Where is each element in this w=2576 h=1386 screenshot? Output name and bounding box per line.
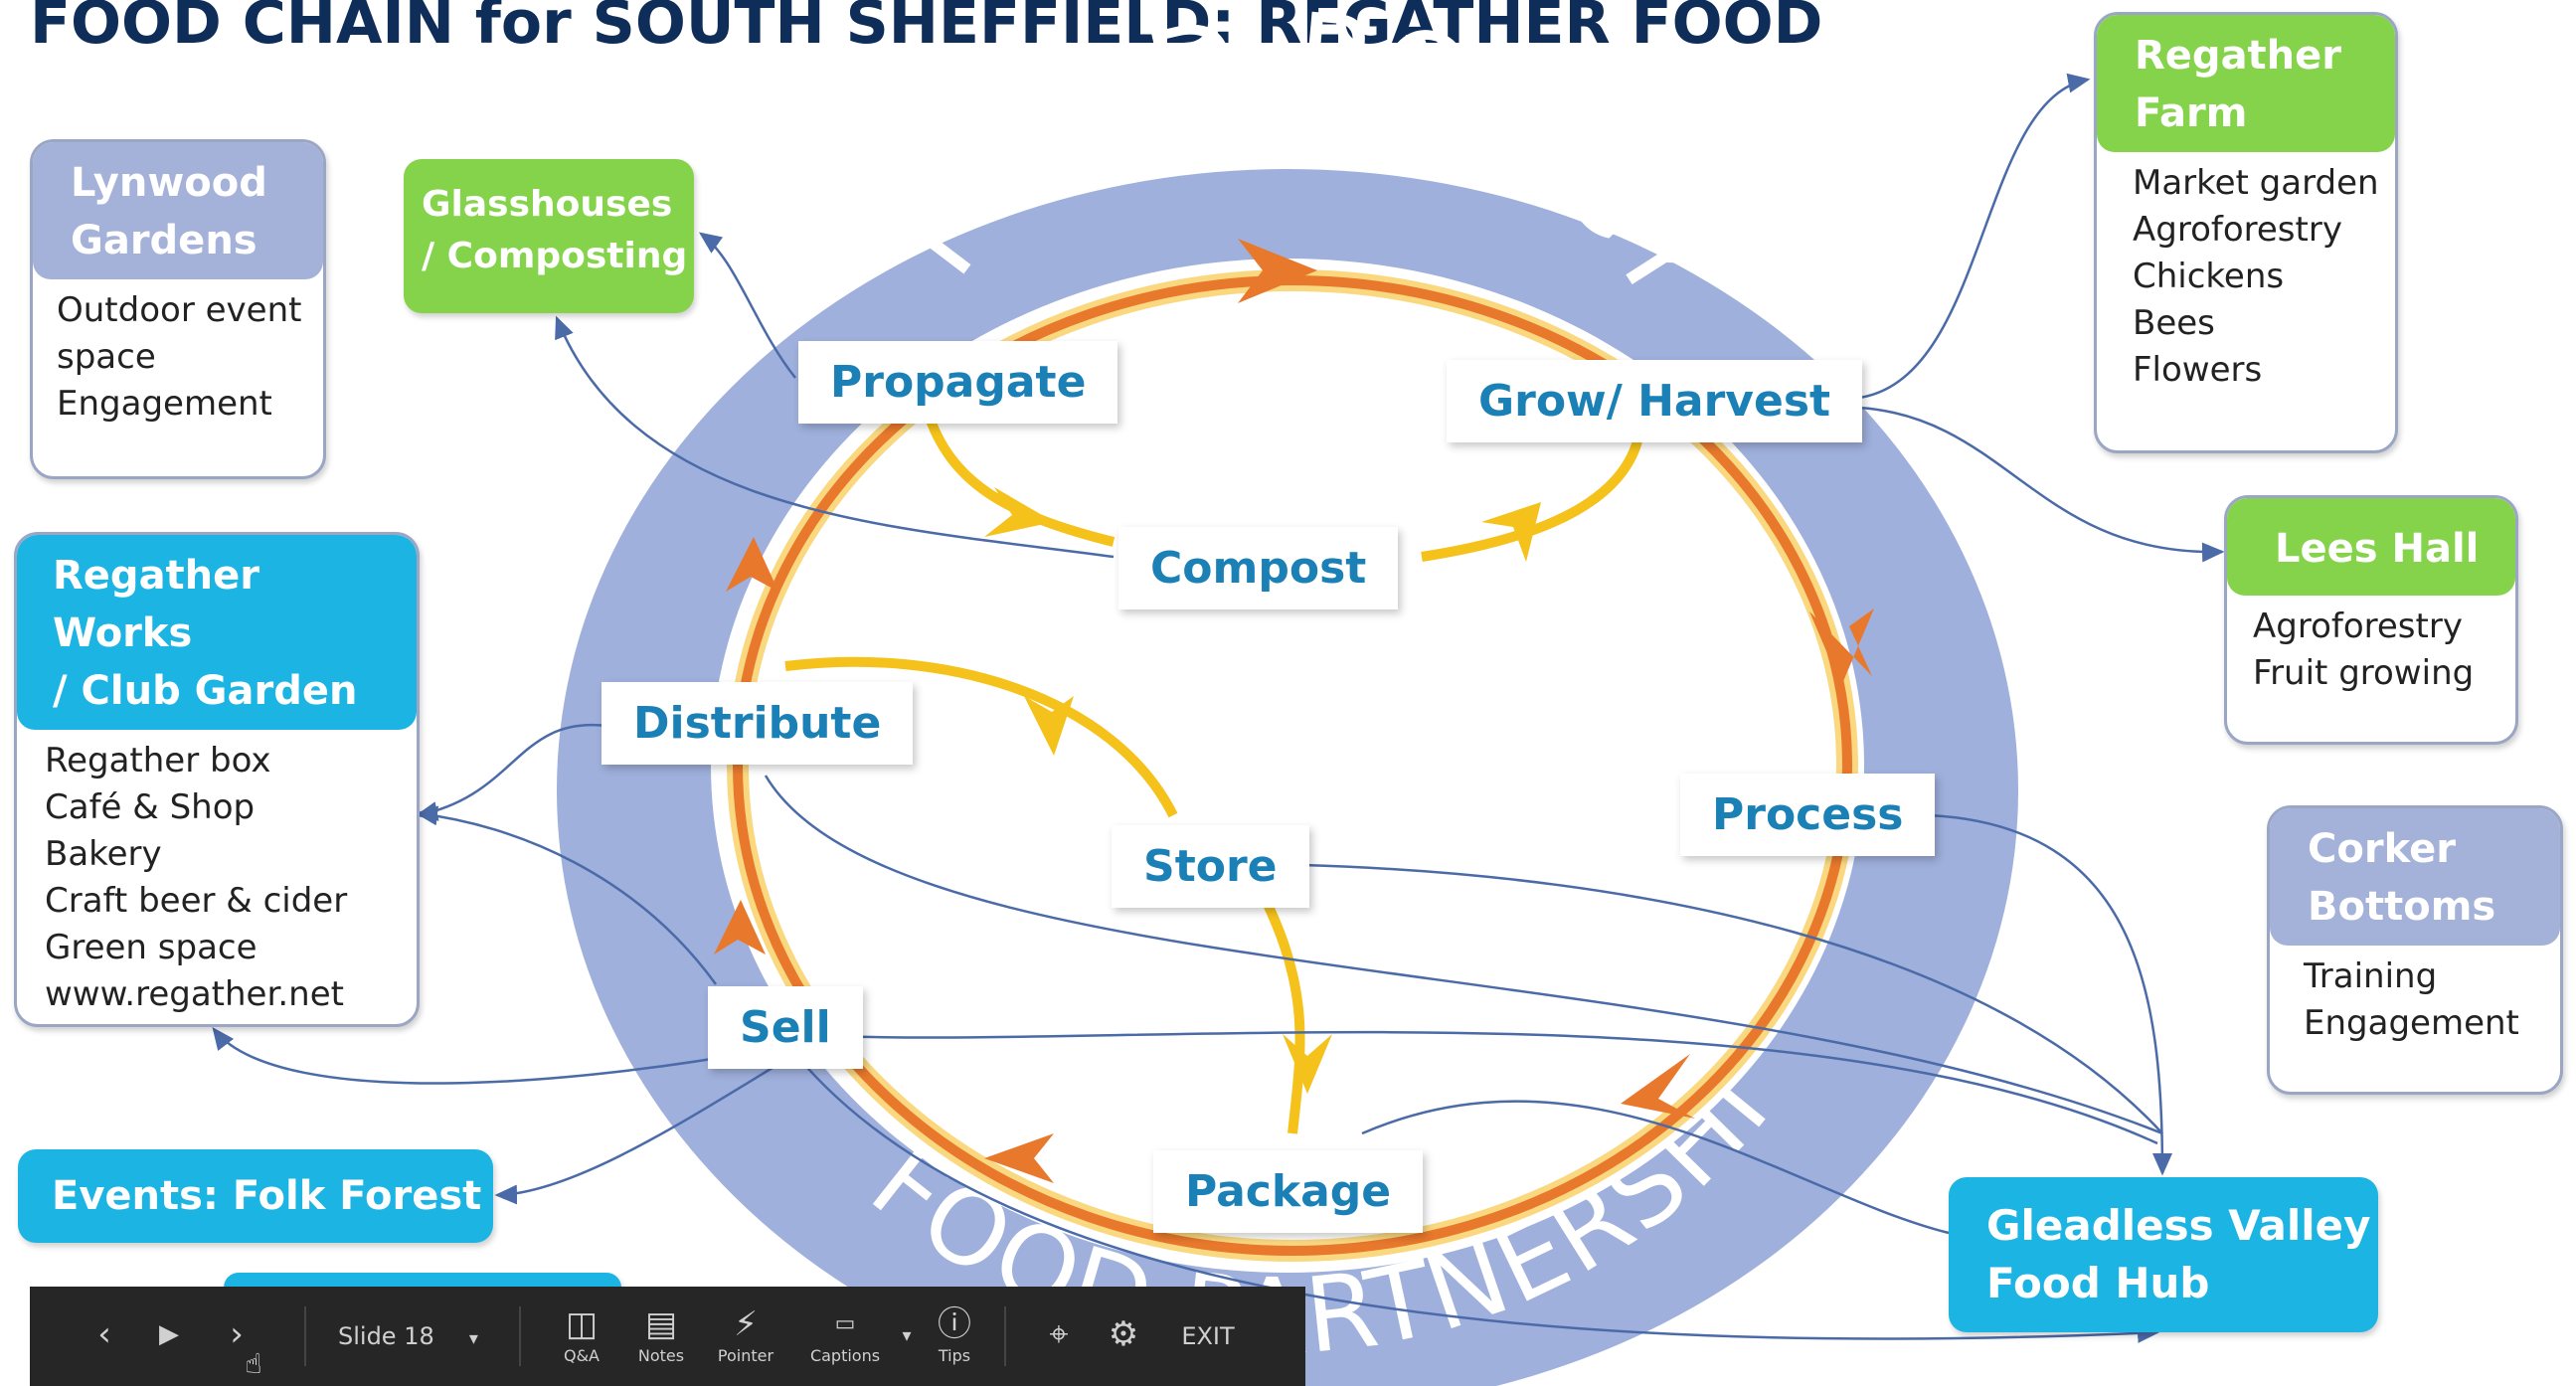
- slide-selector[interactable]: Slide 18 ▾: [338, 1316, 517, 1356]
- corker-bottoms-title: Corker Bottoms: [2270, 808, 2560, 946]
- lees-hall-box: Lees Hall Agroforestry Fruit growing: [2224, 495, 2518, 745]
- yellow-flows: [784, 416, 1645, 1134]
- list-item: Green space: [45, 927, 258, 967]
- list-item: Flowers: [2133, 349, 2263, 390]
- stage-store: Store: [1112, 825, 1309, 908]
- stage-package: Package: [1153, 1150, 1424, 1233]
- gear-icon: ⚙: [1108, 1314, 1139, 1354]
- orange-arrow-bottom: [984, 1133, 1054, 1183]
- list-item: www.regather.net: [45, 973, 344, 1014]
- exit-button[interactable]: EXIT: [1181, 1322, 1235, 1350]
- regather-farm-items: Market garden Agroforestry Chickens Bees…: [2097, 152, 2395, 404]
- connectors: [212, 73, 2225, 1343]
- closed-captions-icon: ▭: [834, 1311, 856, 1336]
- notes-icon: ▤: [644, 1304, 678, 1344]
- regather-farm-box: Regather Farm Market garden Agroforestry…: [2094, 12, 2398, 453]
- hand-cursor-icon: ☝: [245, 1347, 262, 1380]
- list-item: Chickens: [2133, 256, 2285, 296]
- list-item: Engagement: [57, 383, 272, 424]
- laser-pointer-icon: ⚡: [734, 1304, 758, 1344]
- stage-distribute: Distribute: [601, 682, 914, 765]
- list-item: space: [57, 336, 156, 377]
- list-item: Regather box: [45, 741, 271, 780]
- orange-arrow-bottom-right: [1621, 1054, 1695, 1119]
- divider: [1004, 1306, 1006, 1366]
- corker-bottoms-items: Training Engagement: [2270, 946, 2560, 1057]
- list-item: Bees: [2133, 302, 2215, 343]
- chevron-right-icon: ›: [230, 1314, 244, 1354]
- list-item: Engagement: [2304, 1002, 2519, 1043]
- chevron-left-icon: ‹: [97, 1314, 111, 1354]
- presentation-toolbar: ‹ ▶ › ☝ Slide 18 ▾ ◫ Q&A ▤ Notes ⚡ Point…: [30, 1287, 1305, 1386]
- divider: [304, 1306, 306, 1366]
- list-item: Fruit growing: [2253, 652, 2475, 693]
- info-icon: ⓘ: [938, 1304, 971, 1344]
- slide-title: FOOD CHAIN for SOUTH SHEFFIELD: REGATHER…: [30, 0, 1823, 58]
- lees-hall-title: Lees Hall: [2227, 498, 2515, 596]
- stage-sell: Sell: [708, 986, 863, 1069]
- stage-propagate: Propagate: [798, 341, 1118, 424]
- captions-dropdown[interactable]: ▾: [895, 1316, 919, 1356]
- chevron-down-icon: ▾: [468, 1328, 478, 1349]
- orange-arrow-left-lower: [714, 900, 766, 954]
- collapse-icon: ⌖: [1049, 1314, 1069, 1354]
- tips-button[interactable]: ⓘ Tips: [925, 1304, 984, 1365]
- previous-button[interactable]: ‹: [85, 1314, 124, 1354]
- list-item: Outdoor event: [57, 290, 302, 330]
- slide-selector-label: Slide 18: [338, 1322, 434, 1350]
- lynwood-gardens-title: Lynwood Gardens: [33, 142, 323, 279]
- divider: [519, 1306, 521, 1366]
- play-button[interactable]: ▶: [149, 1314, 189, 1354]
- events-folk-forest-box: Events: Folk Forest: [18, 1149, 493, 1243]
- stage-compost: Compost: [1118, 527, 1399, 609]
- list-item: Bakery: [45, 833, 162, 874]
- list-item: Agroforestry: [2133, 209, 2342, 250]
- list-item: Market garden: [2133, 163, 2379, 203]
- chat-bubble-icon: ◫: [565, 1304, 599, 1344]
- orange-arrows: [714, 239, 1874, 1183]
- stage-grow-harvest: Grow/ Harvest: [1447, 360, 1863, 442]
- notes-button[interactable]: ▤ Notes: [626, 1304, 696, 1365]
- lees-hall-items: Agroforestry Fruit growing: [2227, 596, 2515, 707]
- exit-fullscreen-button[interactable]: ⌖: [1034, 1314, 1084, 1354]
- orange-arrow-top: [1238, 239, 1317, 303]
- orange-arrow-left-upper: [726, 537, 778, 592]
- list-item: Agroforestry: [2253, 606, 2463, 646]
- qa-button[interactable]: ◫ Q&A: [552, 1304, 611, 1365]
- lynwood-gardens-box: Lynwood Gardens Outdoor event space Enga…: [30, 139, 326, 479]
- stage-process: Process: [1680, 774, 1936, 856]
- settings-button[interactable]: ⚙: [1099, 1314, 1148, 1354]
- regather-works-title: Regather Works / Club Garden: [17, 535, 417, 730]
- gleadless-valley-box: Gleadless Valley Food Hub: [1949, 1177, 2378, 1332]
- glasshouses-box: Glasshouses / Composting: [404, 159, 694, 313]
- regather-farm-title: Regather Farm: [2097, 15, 2395, 152]
- mouse-cursor: ☝: [239, 1344, 268, 1384]
- list-item: Café & Shop: [45, 786, 256, 827]
- play-icon: ▶: [159, 1319, 179, 1349]
- captions-button[interactable]: ▭ Captions: [795, 1304, 895, 1365]
- lynwood-gardens-items: Outdoor event space Engagement: [33, 279, 323, 437]
- next-button[interactable]: ›: [217, 1314, 257, 1354]
- orange-arrow-right: [1809, 608, 1874, 686]
- corker-bottoms-box: Corker Bottoms Training Engagement: [2267, 805, 2563, 1095]
- regather-works-box: Regather Works / Club Garden Regather bo…: [14, 532, 420, 1027]
- regather-works-items: Regather box Café & Shop Bakery Craft be…: [17, 730, 417, 1024]
- pointer-button[interactable]: ⚡ Pointer: [706, 1304, 785, 1365]
- list-item: Training: [2304, 956, 2438, 996]
- list-item: Craft beer & cider: [45, 880, 348, 921]
- chevron-down-icon: ▾: [902, 1325, 912, 1346]
- yellow-arrows: [984, 487, 1541, 1094]
